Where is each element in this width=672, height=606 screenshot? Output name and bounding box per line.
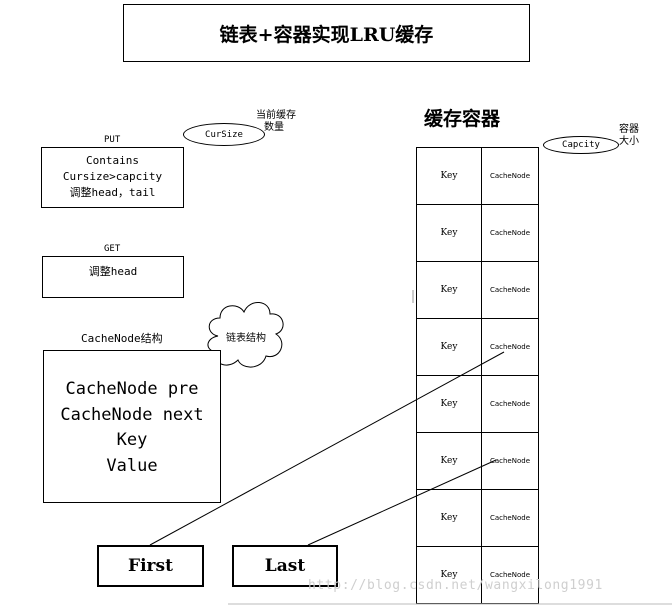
capacity-note: 容器 大小	[619, 124, 639, 148]
container-cachenode-cell: CacheNode	[481, 204, 539, 262]
watermark: http://blog.csdn.net/wangxilong1991	[308, 578, 603, 593]
capacity-note-line-1: 容器	[619, 124, 639, 135]
title-box: 链表+容器实现LRU缓存	[123, 4, 530, 62]
get-box: 调整head	[42, 256, 184, 298]
field-value: Value	[106, 455, 158, 476]
put-line-adjust: 调整head，tail	[69, 186, 156, 199]
container-cachenode-cell: CacheNode	[481, 318, 539, 376]
capacity-label: Capcity	[562, 140, 600, 150]
get-line-adjust: 调整head	[88, 265, 138, 278]
cursize-ellipse: CurSize	[183, 123, 265, 146]
container-title: 缓存容器	[424, 108, 501, 130]
cloud-label: 链表结构	[226, 333, 266, 344]
first-label: First	[128, 556, 173, 576]
capacity-note-line-2: 大小	[619, 136, 639, 147]
container-cachenode-cell: CacheNode	[481, 147, 539, 205]
container-key-cell: Key	[416, 489, 482, 547]
cachenode-struct-label: CacheNode结构	[81, 332, 163, 345]
cursize-note-line-1: 当前缓存	[256, 110, 296, 121]
field-key: Key	[116, 430, 148, 450]
container-cachenode-cell: CacheNode	[481, 375, 539, 433]
cursize-label: CurSize	[205, 129, 243, 140]
put-label: PUT	[104, 135, 121, 145]
cursize-note-line-2: 数量	[264, 122, 284, 133]
container-cachenode-cell: CacheNode	[481, 432, 539, 490]
field-pre: CacheNode pre	[65, 379, 199, 399]
get-label: GET	[104, 244, 121, 254]
put-box: Contains Cursize>capcity 调整head，tail	[41, 147, 184, 208]
container-key-cell: Key	[416, 546, 482, 604]
container-key-cell: Key	[416, 318, 482, 376]
page-title: 链表+容器实现LRU缓存	[219, 23, 434, 46]
first-pointer-box: First	[97, 545, 204, 587]
capacity-ellipse: Capcity	[543, 136, 619, 154]
last-pointer-box: Last	[232, 545, 338, 587]
put-line-cursize: Cursize>capcity	[62, 170, 163, 183]
container-key-cell: Key	[416, 375, 482, 433]
container-key-cell: Key	[416, 204, 482, 262]
container-cachenode-cell: CacheNode	[481, 546, 539, 604]
container-key-cell: Key	[416, 147, 482, 205]
put-line-contains: Contains	[86, 154, 139, 167]
cursize-note: 当前缓存 数量	[256, 110, 296, 134]
container-key-cell: Key	[416, 432, 482, 490]
last-label: Last	[264, 556, 306, 576]
container-cachenode-cell: CacheNode	[481, 261, 539, 319]
container-cachenode-cell: CacheNode	[481, 489, 539, 547]
field-next: CacheNode next	[60, 404, 204, 425]
cachenode-struct-box: CacheNode pre CacheNode next Key Value	[43, 350, 221, 503]
container-key-cell: Key	[416, 261, 482, 319]
